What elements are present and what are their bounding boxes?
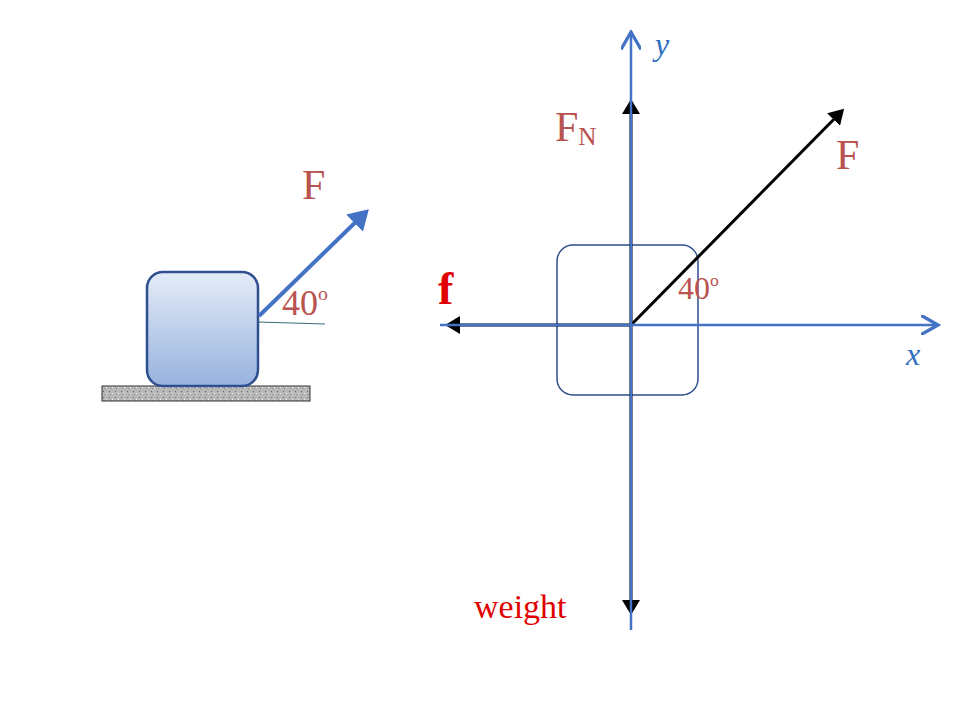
y-axis [630, 32, 633, 630]
x-axis [440, 324, 938, 327]
angle-label: 40o [282, 284, 328, 321]
applied-force-arrow [631, 111, 842, 325]
reference-line [258, 322, 325, 324]
weight-label: weight [474, 590, 567, 624]
block-outline [557, 245, 698, 395]
force-label: F [836, 134, 859, 176]
angle-label: 40o [678, 272, 719, 304]
force-label: F [302, 164, 325, 206]
ground [102, 386, 310, 401]
normal-force-label: FN [555, 106, 597, 149]
axis-label: x [906, 338, 920, 370]
block [147, 272, 258, 386]
axis-label: y [655, 28, 669, 60]
friction-label: f [438, 266, 453, 312]
